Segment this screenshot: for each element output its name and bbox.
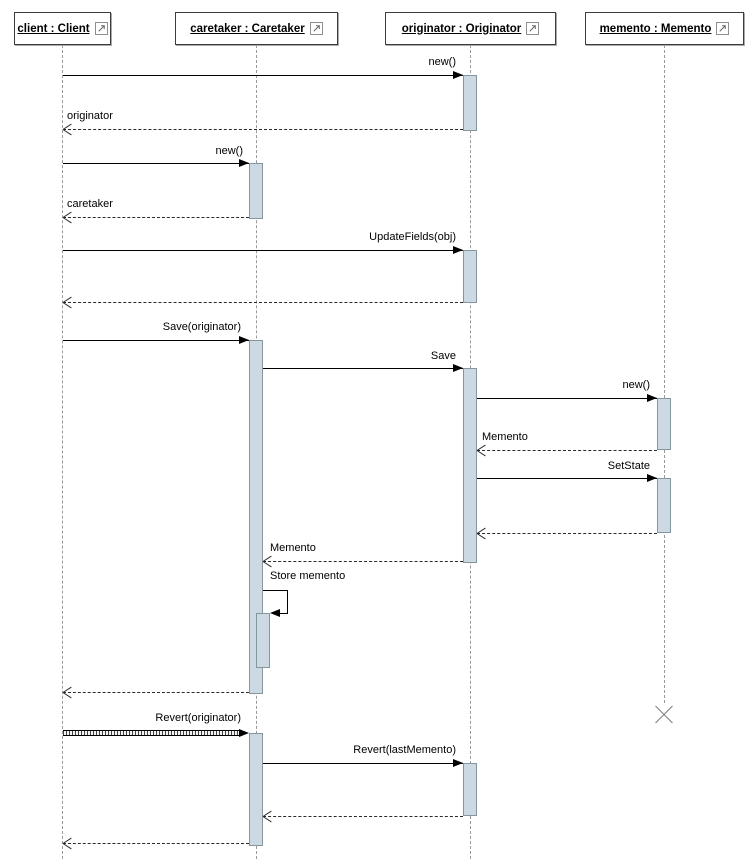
arrowhead-icon — [453, 246, 463, 254]
message-line — [263, 368, 463, 369]
message-line — [477, 533, 657, 534]
arrowhead-icon — [239, 159, 249, 167]
arrowhead-icon — [453, 364, 463, 372]
message-line — [263, 561, 463, 562]
lifeline-memento — [664, 45, 665, 703]
participant-originator-label: originator : Originator — [401, 22, 522, 35]
participant-client-label: client : Client — [17, 22, 90, 35]
activation-originator-save — [463, 368, 477, 563]
participant-memento[interactable]: memento : Memento — [585, 12, 744, 45]
activation-memento-new — [657, 398, 671, 450]
self-message-top — [263, 590, 287, 591]
self-message-bottom — [278, 613, 288, 614]
message-line — [477, 398, 657, 399]
message-label: new() — [622, 379, 650, 391]
message-label: new() — [428, 56, 456, 68]
message-label: UpdateFields(obj) — [369, 231, 456, 243]
participant-caretaker[interactable]: caretaker : Caretaker — [175, 12, 338, 45]
message-label: Memento — [482, 431, 528, 443]
message-label: new() — [215, 145, 243, 157]
message-line — [477, 478, 657, 479]
lifeline-client — [62, 45, 63, 859]
arrowhead-icon — [453, 71, 463, 79]
activation-caretaker-store — [256, 613, 270, 668]
message-line — [63, 302, 463, 303]
destroy-cross-icon — [653, 704, 675, 726]
arrowhead-icon — [453, 759, 463, 767]
message-label: Save(originator) — [162, 321, 241, 333]
arrowhead-icon — [647, 394, 657, 402]
self-message-side — [287, 590, 288, 614]
open-link-icon[interactable] — [716, 22, 730, 35]
message-line — [63, 843, 249, 844]
arrowhead-icon — [239, 336, 249, 344]
activation-originator-update — [463, 250, 477, 303]
open-link-icon[interactable] — [94, 22, 108, 35]
message-line — [63, 75, 463, 76]
message-line — [63, 163, 249, 164]
message-label: Save — [430, 350, 456, 362]
message-line — [63, 129, 463, 130]
message-line — [63, 340, 249, 341]
arrowhead-icon — [270, 609, 280, 617]
activation-caretaker-new — [249, 163, 263, 219]
message-label: originator — [67, 110, 113, 122]
message-line — [63, 250, 463, 251]
participant-memento-label: memento : Memento — [599, 22, 712, 35]
message-label: SetState — [607, 460, 650, 472]
open-link-icon[interactable] — [309, 22, 323, 35]
message-label: Store memento — [270, 570, 346, 582]
activation-caretaker-save — [249, 340, 263, 694]
message-line — [63, 217, 249, 218]
activation-originator-new — [463, 75, 477, 131]
message-label: caretaker — [67, 198, 113, 210]
message-line — [477, 450, 657, 451]
message-label: Revert(lastMemento) — [353, 744, 456, 756]
message-line — [263, 763, 463, 764]
activation-memento-setstate — [657, 478, 671, 533]
arrowhead-icon — [239, 729, 249, 737]
activation-caretaker-revert — [249, 733, 263, 846]
message-label: Revert(originator) — [155, 712, 241, 724]
participant-originator[interactable]: originator : Originator — [385, 12, 556, 45]
open-link-icon[interactable] — [526, 22, 540, 35]
message-line — [263, 816, 463, 817]
activation-originator-revert — [463, 763, 477, 816]
arrowhead-icon — [647, 474, 657, 482]
participant-caretaker-label: caretaker : Caretaker — [190, 22, 305, 35]
message-line — [63, 692, 249, 693]
message-label: Memento — [270, 542, 316, 554]
participant-client[interactable]: client : Client — [14, 12, 111, 45]
message-line — [63, 730, 240, 736]
